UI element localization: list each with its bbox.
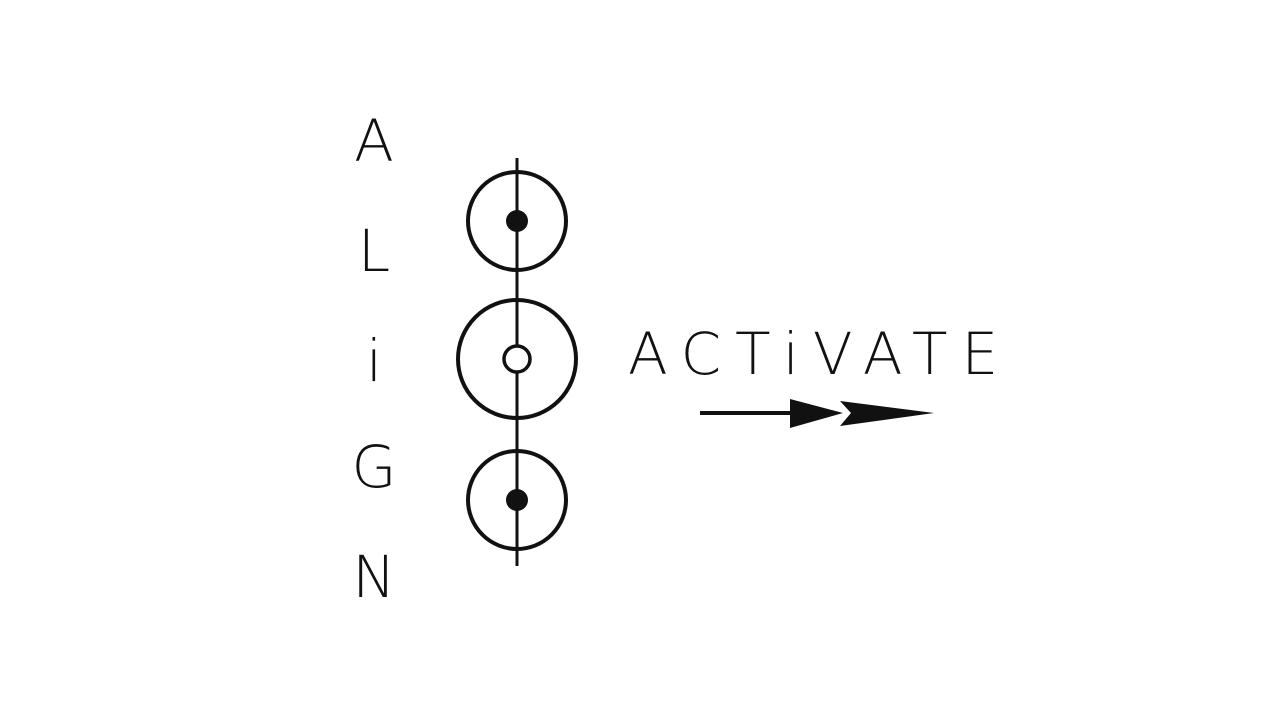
double-arrow-right-icon <box>700 399 934 428</box>
letter-a: A <box>354 107 394 175</box>
letter-l: L <box>357 217 391 285</box>
letter-g: G <box>351 433 397 501</box>
top-circle-icon <box>466 170 568 272</box>
letter-n: N <box>352 543 396 611</box>
center-circle-icon <box>456 298 578 420</box>
bottom-circle-icon <box>466 449 568 551</box>
letter-i: i <box>365 327 383 395</box>
activate-label: ACTiVATE <box>628 320 1013 388</box>
